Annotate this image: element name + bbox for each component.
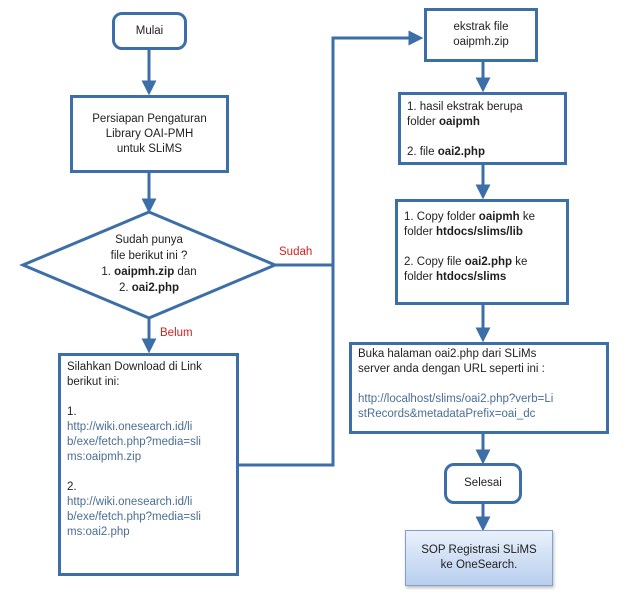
download-link-oai2-l3[interactable]: ms:oai2.php bbox=[67, 526, 130, 538]
start-label: Mulai bbox=[135, 24, 164, 37]
download-link-oai2-l2[interactable]: b/exe/fetch.php?media=sli bbox=[67, 511, 201, 523]
download-link-oaipmh-l2[interactable]: b/exe/fetch.php?media=sli bbox=[67, 436, 201, 448]
prep-line1: Persiapan Pengaturan bbox=[92, 112, 207, 125]
decision-line4: 2. oai2.php bbox=[118, 282, 180, 294]
download-box: Silahkan Download di Link berikut ini: 1… bbox=[58, 353, 239, 576]
copy-box: 1. Copy folder oaipmh ke folder htdocs/s… bbox=[395, 199, 569, 305]
open-box: Buka halaman oai2.php dari SLiMs server … bbox=[349, 342, 609, 434]
open-url-l2[interactable]: stRecords&metadataPrefix=oai_dc bbox=[358, 408, 536, 420]
copy-line1: 1. Copy folder oaipmh ke bbox=[404, 211, 536, 223]
open-line1: Buka halaman oai2.php dari SLiMs bbox=[358, 348, 537, 360]
open-line2: server anda dengan URL seperti ini : bbox=[358, 363, 545, 375]
extract-line2: oaipmh.zip bbox=[453, 36, 509, 48]
end-node: Selesai bbox=[444, 463, 522, 504]
prep-line2: Library OAI-PMH bbox=[105, 127, 194, 140]
result-line3: 2. file oai2.php bbox=[407, 146, 485, 158]
copy-line3: 2. Copy file oai2.php ke bbox=[404, 256, 528, 268]
footer-box: SOP Registrasi SLiMS ke OneSearch. bbox=[405, 530, 553, 586]
end-label: Selesai bbox=[464, 477, 502, 489]
arrow-download-to-extract bbox=[239, 265, 335, 467]
start-node: Mulai bbox=[112, 12, 187, 50]
decision-line2: file berikut ini ? bbox=[110, 250, 188, 262]
download-item2-num: 2. bbox=[67, 481, 77, 493]
copy-line4: folder htdocs/slims bbox=[404, 271, 507, 283]
download-line2: berikut ini: bbox=[67, 376, 120, 388]
result-line1: 1. hasil ekstrak berupa bbox=[407, 101, 523, 113]
footer-line1: SOP Registrasi SLiMS bbox=[421, 544, 537, 556]
download-link-oaipmh-l3[interactable]: ms:oaipmh.zip bbox=[67, 451, 142, 463]
download-line1: Silahkan Download di Link bbox=[67, 361, 202, 373]
decision-text: Sudah punya file berikut ini ? 1. oaipmh… bbox=[69, 232, 229, 296]
open-url-l1[interactable]: http://localhost/slims/oai2.php?verb=Li bbox=[358, 393, 554, 405]
result-box: 1. hasil ekstrak berupa folder oaipmh 2.… bbox=[398, 92, 567, 165]
prep-box: Persiapan Pengaturan Library OAI-PMH unt… bbox=[70, 95, 229, 173]
download-item1-num: 1. bbox=[67, 406, 77, 418]
no-label: Belum bbox=[160, 327, 193, 339]
download-link-oaipmh-l1[interactable]: http://wiki.onesearch.id/li bbox=[67, 421, 193, 433]
yes-label: Sudah bbox=[279, 246, 313, 258]
copy-line2: folder htdocs/slims/lib bbox=[404, 226, 523, 238]
prep-line3: untuk SLiMS bbox=[116, 142, 183, 155]
decision-diamond bbox=[19, 210, 279, 320]
arrow-decision-yes bbox=[275, 30, 424, 267]
decision-line3: 1. oaipmh.zip dan bbox=[101, 266, 197, 278]
decision-line1: Sudah punya bbox=[115, 234, 183, 246]
result-line2: folder oaipmh bbox=[407, 116, 480, 128]
extract-line1: ekstrak file bbox=[453, 21, 509, 33]
footer-line2: ke OneSearch. bbox=[440, 559, 518, 571]
download-link-oai2-l1[interactable]: http://wiki.onesearch.id/li bbox=[67, 496, 193, 508]
extract-box: ekstrak file oaipmh.zip bbox=[424, 8, 538, 62]
